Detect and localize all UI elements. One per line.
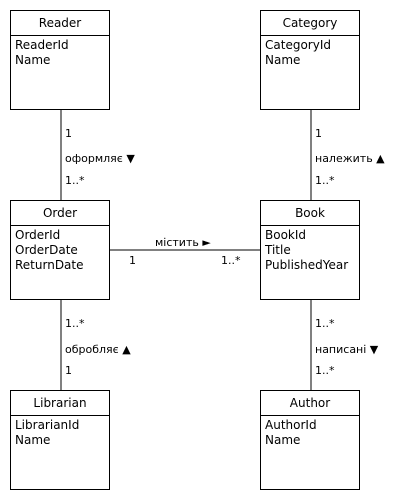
attribute: Title	[265, 243, 291, 257]
attribute: LibrarianId	[15, 418, 80, 432]
class-author-attributes: AuthorId Name	[261, 416, 359, 448]
class-order-title: Order	[11, 201, 109, 226]
attribute: ReturnDate	[15, 258, 84, 272]
class-librarian-title: Librarian	[11, 391, 109, 416]
attribute: AuthorId	[265, 418, 317, 432]
class-book-attributes: BookId Title PublishedYear	[261, 226, 359, 273]
order-book-mult-left: 1	[129, 254, 136, 267]
book-author-mult-bottom: 1..*	[315, 364, 335, 377]
attribute: OrderDate	[15, 243, 78, 257]
class-order-attributes: OrderId OrderDate ReturnDate	[11, 226, 109, 273]
class-category[interactable]: Category CategoryId Name	[260, 10, 360, 110]
reader-order-mult-bottom: 1..*	[65, 174, 85, 187]
attribute: ReaderId	[15, 38, 69, 52]
class-librarian[interactable]: Librarian LibrarianId Name	[10, 390, 110, 490]
class-reader[interactable]: Reader ReaderId Name	[10, 10, 110, 110]
class-author-title: Author	[261, 391, 359, 416]
book-author-label: написані ▼	[315, 343, 379, 356]
reader-order-label: оформляє ▼	[65, 152, 135, 165]
attribute: Name	[15, 433, 51, 447]
class-category-attributes: CategoryId Name	[261, 36, 359, 68]
class-author[interactable]: Author AuthorId Name	[260, 390, 360, 490]
category-book-label: належить ▲	[315, 152, 385, 165]
class-category-title: Category	[261, 11, 359, 36]
attribute: Name	[15, 53, 51, 67]
attribute: Name	[265, 433, 301, 447]
attribute: OrderId	[15, 228, 61, 242]
class-reader-title: Reader	[11, 11, 109, 36]
attribute: BookId	[265, 228, 307, 242]
order-book-mult-right: 1..*	[221, 254, 241, 267]
category-book-mult-bottom: 1..*	[315, 174, 335, 187]
class-book[interactable]: Book BookId Title PublishedYear	[260, 200, 360, 300]
order-librarian-mult-top: 1..*	[65, 317, 85, 330]
class-reader-attributes: ReaderId Name	[11, 36, 109, 68]
attribute: PublishedYear	[265, 258, 349, 272]
order-librarian-label: обробляє ▲	[65, 343, 131, 356]
class-librarian-attributes: LibrarianId Name	[11, 416, 109, 448]
attribute: CategoryId	[265, 38, 331, 52]
attribute: Name	[265, 53, 301, 67]
order-book-label: містить ►	[155, 236, 211, 249]
order-librarian-mult-bottom: 1	[65, 364, 72, 377]
class-order[interactable]: Order OrderId OrderDate ReturnDate	[10, 200, 110, 300]
book-author-mult-top: 1..*	[315, 317, 335, 330]
class-book-title: Book	[261, 201, 359, 226]
reader-order-mult-top: 1	[65, 127, 72, 140]
category-book-mult-top: 1	[315, 127, 322, 140]
